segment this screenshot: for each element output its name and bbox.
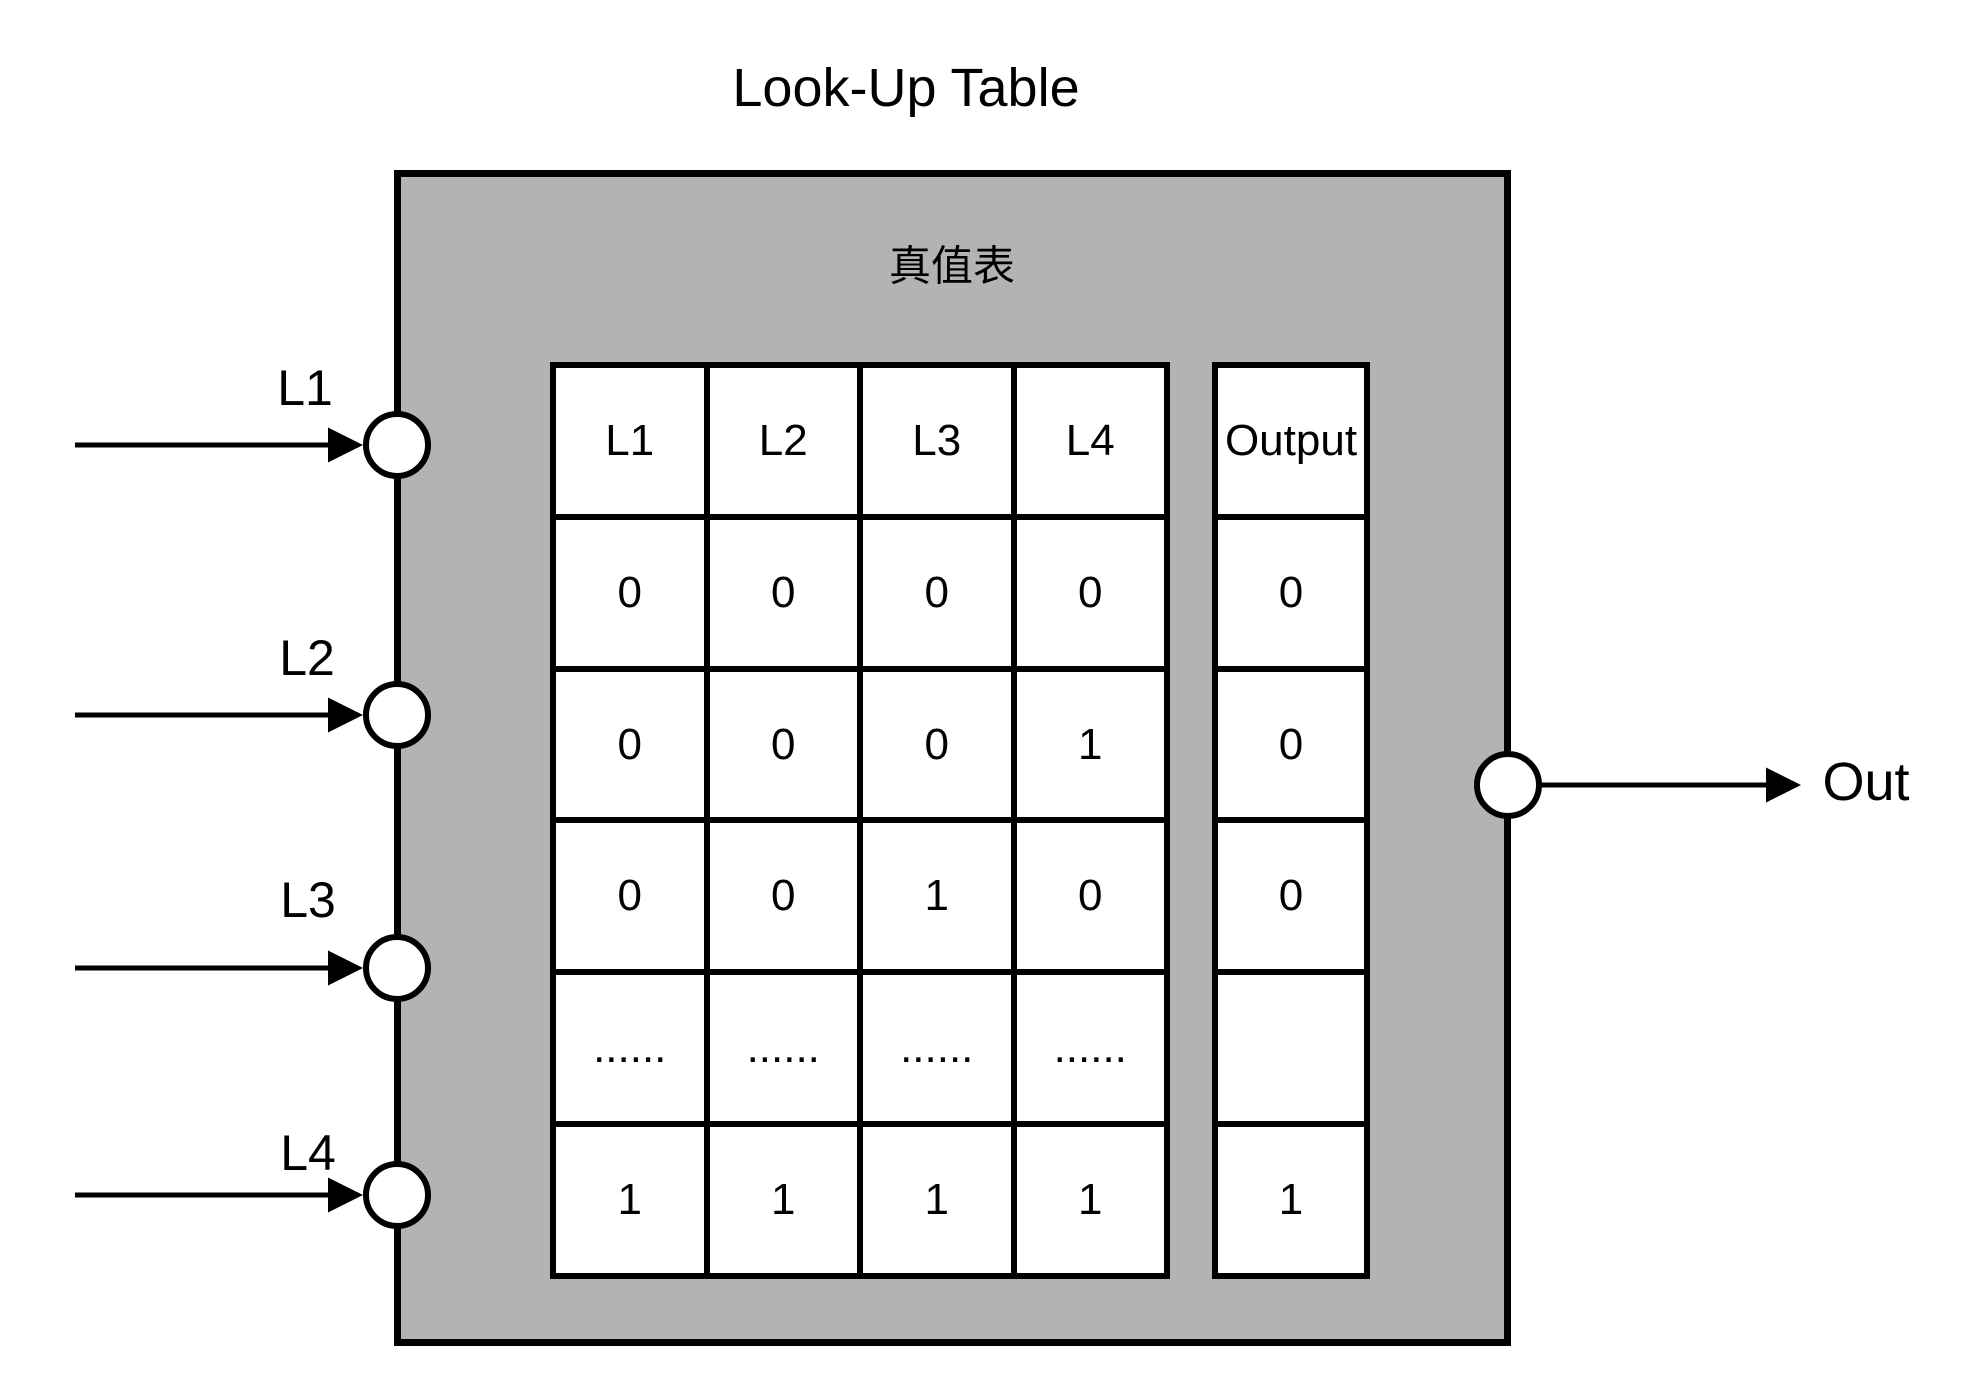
truth-table-cell: ...... <box>706 972 860 1125</box>
input-label-l1: L1 <box>277 360 333 416</box>
input-label-l3: L3 <box>280 872 336 928</box>
truth-table-cell: 0 <box>860 516 1014 669</box>
truth-table-cell: 1 <box>860 820 1014 973</box>
truth-table-cell: ...... <box>1013 972 1167 1125</box>
truth-table: L1 L2 L3 L4 0 0 0 0 0 0 0 1 0 0 1 0 ....… <box>550 362 1170 1279</box>
truth-table-cell: ...... <box>553 972 707 1125</box>
truth-table-cell: 1 <box>553 1124 707 1276</box>
truth-table-header-l4: L4 <box>1013 365 1167 517</box>
truth-table-cell: 0 <box>1013 820 1167 973</box>
truth-table-cell: 0 <box>706 668 860 821</box>
truth-table-header-l1: L1 <box>553 365 707 517</box>
diagram-title: Look-Up Table <box>732 58 1080 118</box>
truth-table-label: 真值表 <box>888 242 1016 290</box>
truth-table-cell: ...... <box>860 972 1014 1125</box>
truth-table-cell: 1 <box>1013 668 1167 821</box>
truth-table-cell: 0 <box>1013 516 1167 669</box>
input-label-l2: L2 <box>279 630 335 686</box>
truth-table-cell: 0 <box>860 668 1014 821</box>
truth-table-cell: 0 <box>706 820 860 973</box>
truth-table-cell: 1 <box>706 1124 860 1276</box>
truth-table-cell: 0 <box>706 516 860 669</box>
output-label: Out <box>1822 752 1910 812</box>
truth-table-cell: 0 <box>553 668 707 821</box>
truth-table-cell: 0 <box>553 820 707 973</box>
output-column-cell <box>1215 972 1367 1125</box>
output-column: Output 0 0 0 1 <box>1212 362 1370 1279</box>
truth-table-header-l2: L2 <box>706 365 860 517</box>
output-column-header: Output <box>1215 365 1367 517</box>
truth-table-cell: 1 <box>860 1124 1014 1276</box>
truth-table-cell: 1 <box>1013 1124 1167 1276</box>
output-column-cell: 1 <box>1215 1124 1367 1276</box>
output-column-cell: 0 <box>1215 820 1367 973</box>
output-column-cell: 0 <box>1215 516 1367 669</box>
truth-table-cell: 0 <box>553 516 707 669</box>
output-column-cell: 0 <box>1215 668 1367 821</box>
input-label-l4: L4 <box>280 1125 336 1181</box>
truth-table-header-l3: L3 <box>860 365 1014 517</box>
